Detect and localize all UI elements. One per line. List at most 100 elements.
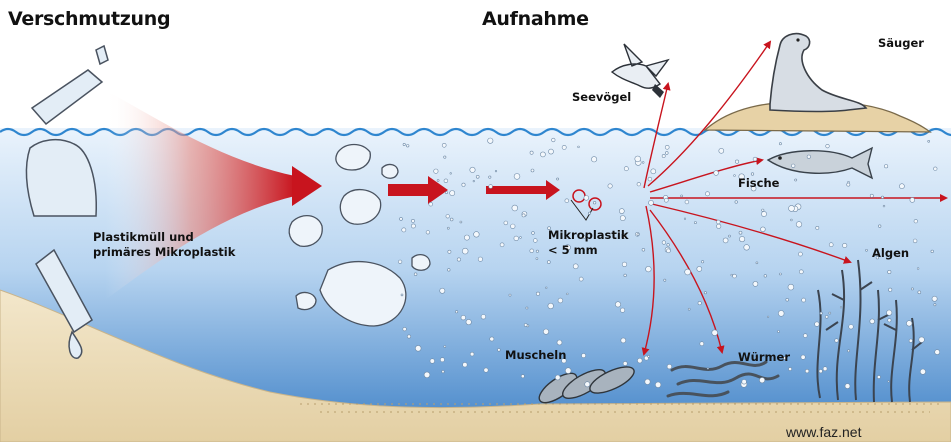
microplastic-dot <box>753 157 757 161</box>
microplastic-dot <box>734 175 736 177</box>
microplastic-dot <box>585 382 590 387</box>
microplastic-dot <box>470 352 474 356</box>
microplastic-dot <box>489 176 491 178</box>
microplastic-dot <box>511 224 516 229</box>
label-worms: Würmer <box>738 350 790 364</box>
microplastic-dot <box>845 384 850 389</box>
microplastic-dot <box>805 369 809 373</box>
microplastic-dot <box>829 243 833 247</box>
microplastic-dot <box>778 331 780 333</box>
microplastic-dot <box>883 205 885 207</box>
microplastic-dot <box>816 226 819 229</box>
microplastic-dot <box>400 217 403 220</box>
seagull <box>612 44 668 88</box>
label-microplastic-line2: < 5 mm <box>548 243 598 257</box>
microplastic-dot <box>490 337 494 341</box>
microplastic-dot <box>881 196 883 198</box>
microplastic-dot <box>582 354 586 358</box>
microplastic-dot <box>788 284 794 290</box>
microplastic-dot <box>415 345 421 351</box>
microplastic-dot <box>914 219 918 223</box>
microplastic-dot <box>847 183 850 186</box>
microplastic-dot <box>888 319 891 322</box>
microplastic-dot <box>764 275 767 278</box>
heading-uptake: Aufnahme <box>482 8 589 30</box>
microplastic-dot <box>795 179 797 181</box>
microplastic-dot <box>665 152 668 155</box>
microplastic-dot <box>889 288 892 291</box>
microplastic-dot <box>509 294 511 296</box>
microplastic-dot <box>648 177 652 181</box>
microplastic-dot <box>484 368 488 372</box>
microplastic-dot <box>685 200 689 204</box>
microplastic-dot <box>920 369 925 374</box>
microplastic-dot <box>684 218 686 220</box>
microplastic-dot <box>536 292 539 295</box>
microplastic-dot <box>411 219 414 222</box>
label-mammals: Säuger <box>878 36 924 50</box>
microplastic-dot <box>448 250 451 253</box>
microplastic-dot <box>557 340 562 345</box>
microplastic-dot <box>557 178 559 180</box>
microplastic-dot <box>402 228 406 232</box>
microplastic-dot <box>450 191 455 196</box>
microplastic-dot <box>619 209 624 214</box>
microplastic-dot <box>791 219 793 221</box>
microplastic-dot <box>514 174 520 180</box>
microplastic-dot <box>532 232 535 235</box>
microplastic-dot <box>512 205 518 211</box>
microplastic-dot <box>820 312 822 314</box>
label-seabirds: Seevögel <box>572 90 631 104</box>
microplastic-dot <box>533 239 537 243</box>
microplastic-dot <box>608 184 612 188</box>
microplastic-dot <box>791 164 795 168</box>
microplastic-dot <box>888 270 891 273</box>
microplastic-dot <box>796 222 802 228</box>
microplastic-dot <box>584 196 589 201</box>
microplastic-dot <box>398 260 402 264</box>
microplastic-dot <box>624 274 627 277</box>
microplastic-dot <box>849 325 854 330</box>
microplastic-dot <box>548 303 554 309</box>
microplastic-dot <box>877 375 880 378</box>
microplastic-dot <box>524 324 527 327</box>
microplastic-dot <box>442 143 446 147</box>
microplastic-dot <box>591 157 596 162</box>
microplastic-dot <box>789 205 795 211</box>
microplastic-dot <box>476 175 479 178</box>
microplastic-dot <box>466 319 471 324</box>
microplastic-dot <box>848 350 850 352</box>
microplastic-dot <box>866 249 868 251</box>
microplastic-dot <box>536 250 538 252</box>
microplastic-dot <box>729 235 731 237</box>
microplastic-dot <box>911 288 913 290</box>
microplastic-dot <box>761 211 766 216</box>
microplastic-dot <box>621 338 626 343</box>
microplastic-dot <box>558 298 563 303</box>
heading-pollution: Verschmutzung <box>8 8 170 30</box>
microplastic-dot <box>403 143 405 145</box>
microplastic-dot <box>495 170 497 172</box>
microplastic-dot <box>649 200 654 205</box>
microplastic-dot <box>620 216 625 221</box>
microplastic-dot <box>440 358 444 362</box>
microplastic-dot <box>530 249 534 253</box>
microplastic-dot <box>651 169 656 174</box>
microplastic-dot <box>460 221 462 223</box>
microplastic-dot <box>474 232 480 238</box>
microplastic-dot <box>426 231 430 235</box>
fish-eye <box>778 156 782 160</box>
microplastic-dot <box>457 258 460 261</box>
microplastic-dot <box>934 167 938 171</box>
microplastic-dot <box>779 143 781 145</box>
microplastic-dot <box>637 358 642 363</box>
microplastic-dot <box>778 311 784 317</box>
microplastic-dot <box>520 237 522 239</box>
microplastic-dot <box>615 302 620 307</box>
microplastic-dot <box>407 335 410 338</box>
microplastic-dot <box>434 169 438 173</box>
microplastic-dot <box>712 330 718 336</box>
microplastic-dot <box>913 239 917 243</box>
microplastic-dot <box>823 367 827 371</box>
microplastic-dot <box>620 308 624 312</box>
